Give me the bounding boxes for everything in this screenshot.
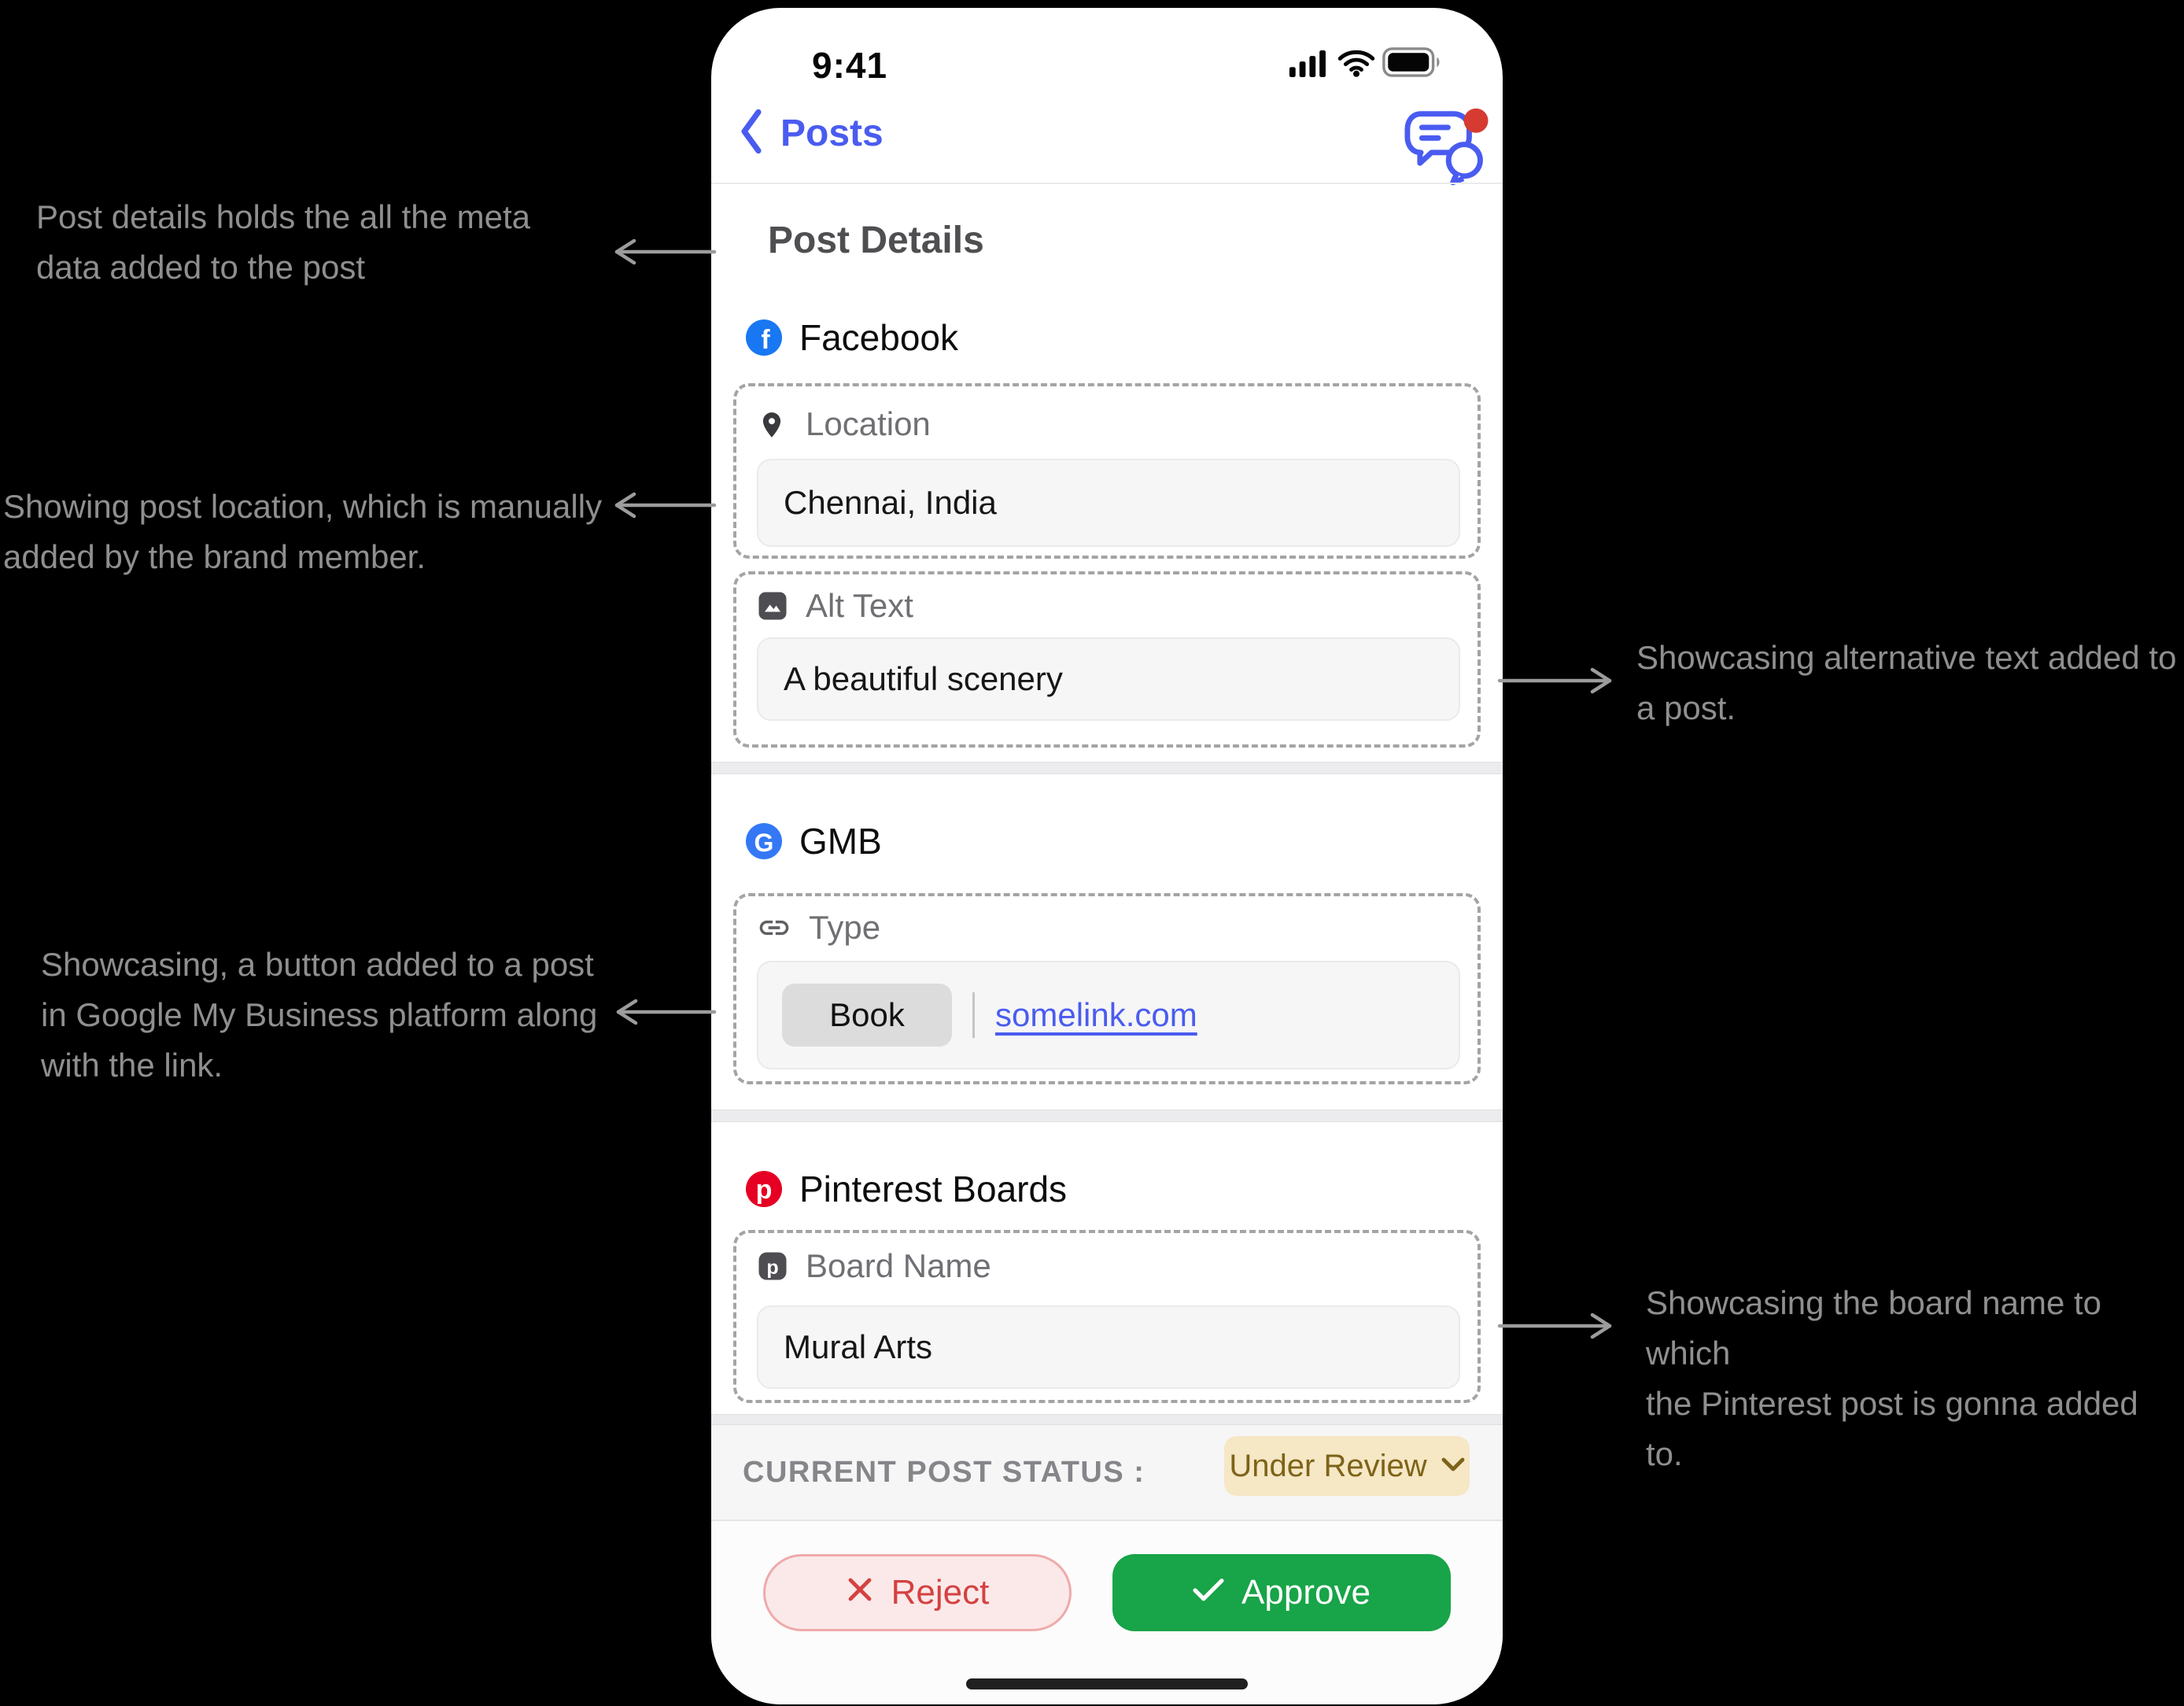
- reject-button-label: Reject: [891, 1573, 990, 1612]
- facebook-section-header: f Facebook: [746, 316, 958, 359]
- svg-text:p: p: [766, 1257, 778, 1279]
- facebook-icon: f: [746, 319, 782, 356]
- board-name-value-field: Mural Arts: [757, 1305, 1460, 1389]
- section-separator: [711, 1110, 1503, 1122]
- location-value-field: Chennai, India: [757, 459, 1460, 547]
- location-value: Chennai, India: [784, 484, 997, 521]
- board-name-label-row: p Board Name: [757, 1247, 991, 1285]
- page-title: Post Details: [768, 220, 984, 261]
- svg-text:f: f: [761, 325, 770, 355]
- gmb-type-label: Type: [809, 909, 881, 946]
- pinterest-board-icon: p: [757, 1250, 788, 1282]
- annotation-post-details: Post details holds the all the meta data…: [36, 198, 531, 286]
- gmb-link[interactable]: somelink.com: [995, 996, 1197, 1033]
- annotation-location: Showing post location, which is manually…: [3, 488, 603, 575]
- facebook-section-title: Facebook: [799, 317, 959, 358]
- battery-icon: [1382, 47, 1443, 81]
- gmb-type-value-field: Book somelink.com: [757, 961, 1460, 1069]
- approve-button[interactable]: Approve: [1112, 1554, 1451, 1631]
- gmb-section-header: G GMB: [746, 820, 882, 862]
- link-icon: [757, 910, 791, 945]
- wifi-icon: [1337, 49, 1375, 81]
- pinterest-section-header: p Pinterest Boards: [746, 1168, 1067, 1210]
- chevron-down-icon: [1441, 1457, 1465, 1476]
- post-status-dropdown[interactable]: Under Review: [1224, 1436, 1470, 1496]
- image-icon: [757, 590, 788, 622]
- gmb-icon: G: [746, 823, 782, 859]
- annotation-alt-text: Showcasing alternative text added to a p…: [1636, 639, 2177, 726]
- current-post-status-label: CURRENT POST STATUS :: [743, 1455, 1145, 1489]
- gmb-type-field-group: Type Book somelink.com: [733, 893, 1481, 1084]
- approve-button-label: Approve: [1241, 1573, 1371, 1612]
- pinterest-section-title: Pinterest Boards: [799, 1169, 1068, 1209]
- gmb-section-title: GMB: [799, 821, 882, 862]
- x-icon: [846, 1573, 874, 1612]
- gmb-book-button[interactable]: Book: [782, 984, 952, 1047]
- nav-divider: [711, 183, 1503, 184]
- action-footer: Reject Approve: [711, 1521, 1503, 1704]
- status-bar-time: 9:41: [812, 45, 888, 86]
- phone-mockup: 9:41 Posts: [711, 8, 1503, 1704]
- board-name-field-group: p Board Name Mural Arts: [733, 1230, 1481, 1403]
- svg-text:G: G: [754, 829, 774, 857]
- svg-text:p: p: [756, 1175, 773, 1205]
- back-button[interactable]: Posts: [740, 109, 884, 158]
- location-pin-icon: [757, 408, 788, 440]
- back-chevron-icon: [740, 109, 763, 158]
- location-field-group: Location Chennai, India: [733, 383, 1481, 559]
- board-name-label: Board Name: [806, 1247, 991, 1284]
- alt-text-label: Alt Text: [806, 587, 913, 624]
- field-vertical-divider: [972, 992, 975, 1038]
- gmb-type-label-row: Type: [757, 909, 880, 947]
- reject-button[interactable]: Reject: [763, 1554, 1072, 1631]
- back-button-label: Posts: [780, 113, 884, 154]
- section-separator: [711, 762, 1503, 774]
- annotation-board-name: Showcasing the board name to which the P…: [1646, 1284, 2138, 1472]
- alt-text-label-row: Alt Text: [757, 587, 913, 625]
- chat-icon[interactable]: [1404, 104, 1489, 186]
- board-name-value: Mural Arts: [784, 1328, 933, 1365]
- section-separator: [711, 1414, 1503, 1425]
- home-indicator[interactable]: [966, 1678, 1248, 1689]
- annotation-gmb-button: Showcasing, a button added to a post in …: [41, 946, 598, 1084]
- alt-text-value: A beautiful scenery: [784, 660, 1063, 697]
- location-label: Location: [806, 405, 931, 442]
- alt-text-value-field: A beautiful scenery: [757, 637, 1460, 721]
- footer-divider: [711, 1520, 1503, 1521]
- arrow-head: [614, 238, 636, 265]
- cellular-signal-icon: [1287, 50, 1330, 81]
- current-post-status-row: CURRENT POST STATUS : Under Review: [711, 1425, 1503, 1520]
- pinterest-icon: p: [746, 1171, 782, 1207]
- check-icon: [1193, 1573, 1224, 1612]
- post-status-value: Under Review: [1229, 1448, 1427, 1483]
- location-label-row: Location: [757, 405, 931, 443]
- alt-text-field-group: Alt Text A beautiful scenery: [733, 571, 1481, 748]
